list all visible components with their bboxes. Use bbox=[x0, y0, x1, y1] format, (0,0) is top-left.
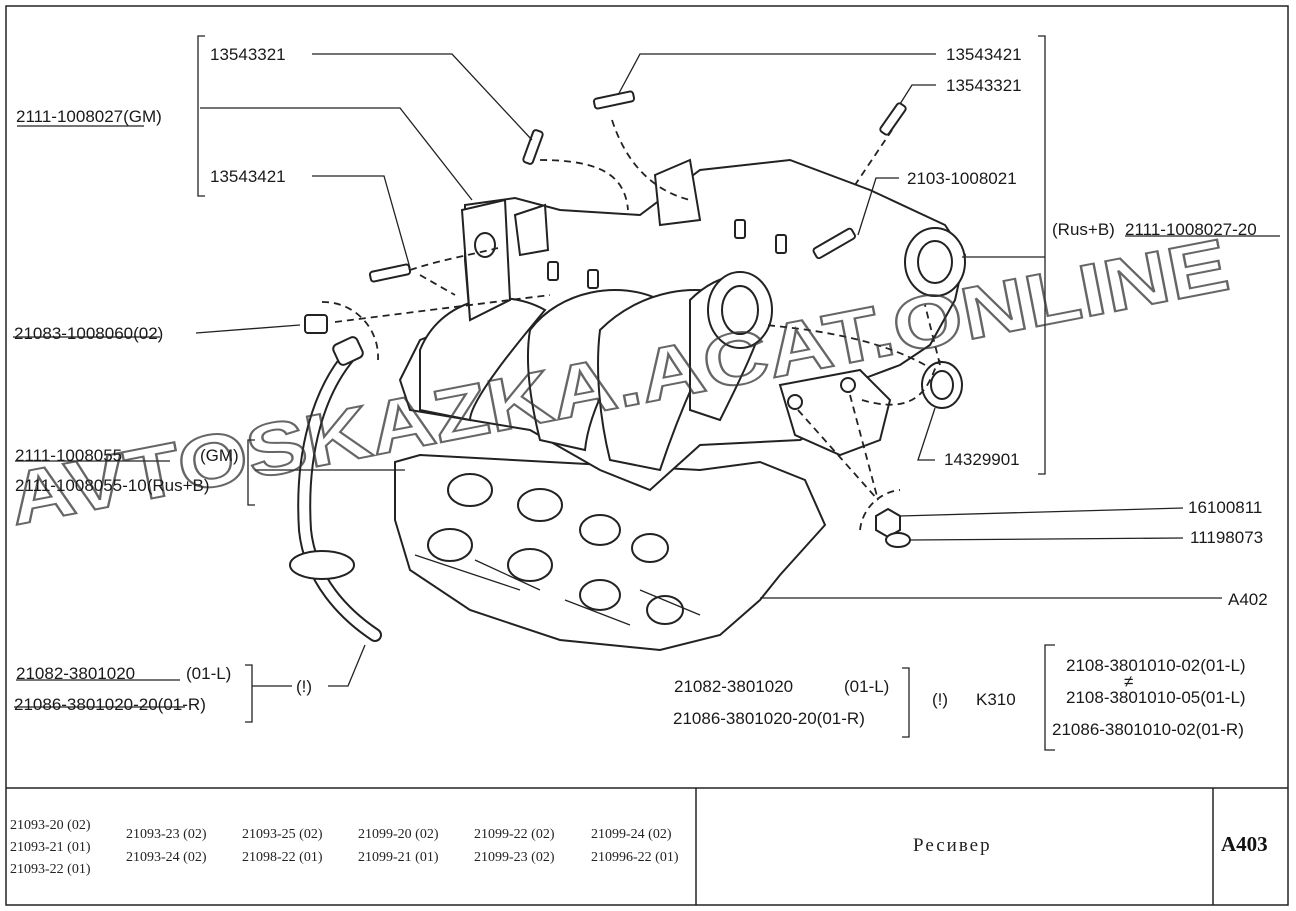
label-valve-3: 21086-3801010-02(01-R) bbox=[1052, 720, 1244, 739]
label-valve-1: 2108-3801010-02(01-L) bbox=[1066, 656, 1246, 675]
label-fitting: 2103-1008021 bbox=[907, 169, 1017, 188]
model-item: 21099-24 (02) bbox=[591, 827, 672, 842]
label-sensor-left-1: 21082-3801020 bbox=[16, 664, 135, 683]
label-stud-top-right-1: 13543421 bbox=[946, 45, 1022, 64]
label-nut: 16100811 bbox=[1188, 498, 1262, 517]
label-sensor-left-1-variant: (01-L) bbox=[186, 664, 231, 683]
model-item: 21099-23 (02) bbox=[474, 850, 555, 865]
label-manifold-rus-prefix: (Rus+B) bbox=[1052, 220, 1115, 239]
label-gasket-gm-variant: (GM) bbox=[200, 446, 239, 465]
label-ref-k310: K310 bbox=[976, 690, 1016, 709]
label-sensor-mid-2: 21086-3801020-20(01-R) bbox=[673, 709, 865, 728]
sheet-border bbox=[5, 5, 1289, 906]
model-item: 21093-22 (01) bbox=[10, 862, 91, 877]
label-ref-a402: A402 bbox=[1228, 590, 1268, 609]
model-item: 21093-23 (02) bbox=[126, 827, 207, 842]
page-code: A403 bbox=[1221, 832, 1268, 856]
label-valve-2: 2108-3801010-05(01-L) bbox=[1066, 688, 1246, 707]
model-item: 21099-22 (02) bbox=[474, 827, 555, 842]
label-manifold-rus: 2111-1008027-20 bbox=[1125, 220, 1257, 239]
label-manifold-gm: 2111-1008027(GM) bbox=[16, 107, 162, 126]
label-seal-ring: 14329901 bbox=[944, 450, 1020, 469]
model-item: 21093-24 (02) bbox=[126, 850, 207, 865]
model-item: 21093-21 (01) bbox=[10, 840, 91, 855]
label-note-mid: (!) bbox=[932, 690, 948, 709]
model-item: 21099-20 (02) bbox=[358, 827, 439, 842]
label-plug: 21083-1008060(02) bbox=[14, 324, 163, 343]
label-sensor-mid-1: 21082-3801020 bbox=[674, 677, 793, 696]
label-valve-neq: ≠ bbox=[1124, 672, 1133, 691]
model-item: 21098-22 (01) bbox=[242, 850, 323, 865]
label-stud-top-left: 13543321 bbox=[210, 45, 286, 64]
label-gasket-rus: 2111-1008055-10(Rus+B) bbox=[15, 476, 210, 495]
model-item: 21093-20 (02) bbox=[10, 818, 91, 833]
label-stud-left: 13543421 bbox=[210, 167, 286, 186]
label-gasket-gm: 2111-1008055 bbox=[15, 446, 122, 465]
label-sensor-left-2: 21086-3801020-20(01-R) bbox=[14, 695, 206, 714]
model-item: 21093-25 (02) bbox=[242, 827, 323, 842]
callout-labels: 13543321 2111-1008027(GM) 13543421 21083… bbox=[14, 45, 1268, 739]
page-title: Ресивер bbox=[913, 835, 992, 856]
label-stud-top-right-2: 13543321 bbox=[946, 76, 1022, 95]
leader-lines bbox=[13, 35, 1280, 751]
intake-manifold-drawing bbox=[289, 90, 967, 652]
title-block: 21093-20 (02) 21093-21 (01) 21093-22 (01… bbox=[6, 787, 1288, 905]
label-note-left: (!) bbox=[296, 677, 312, 696]
label-sensor-mid-1-variant: (01-L) bbox=[844, 677, 889, 696]
label-washer: 11198073 bbox=[1190, 528, 1263, 547]
model-item: 21099-21 (01) bbox=[358, 850, 439, 865]
model-item: 210996-22 (01) bbox=[591, 850, 679, 865]
